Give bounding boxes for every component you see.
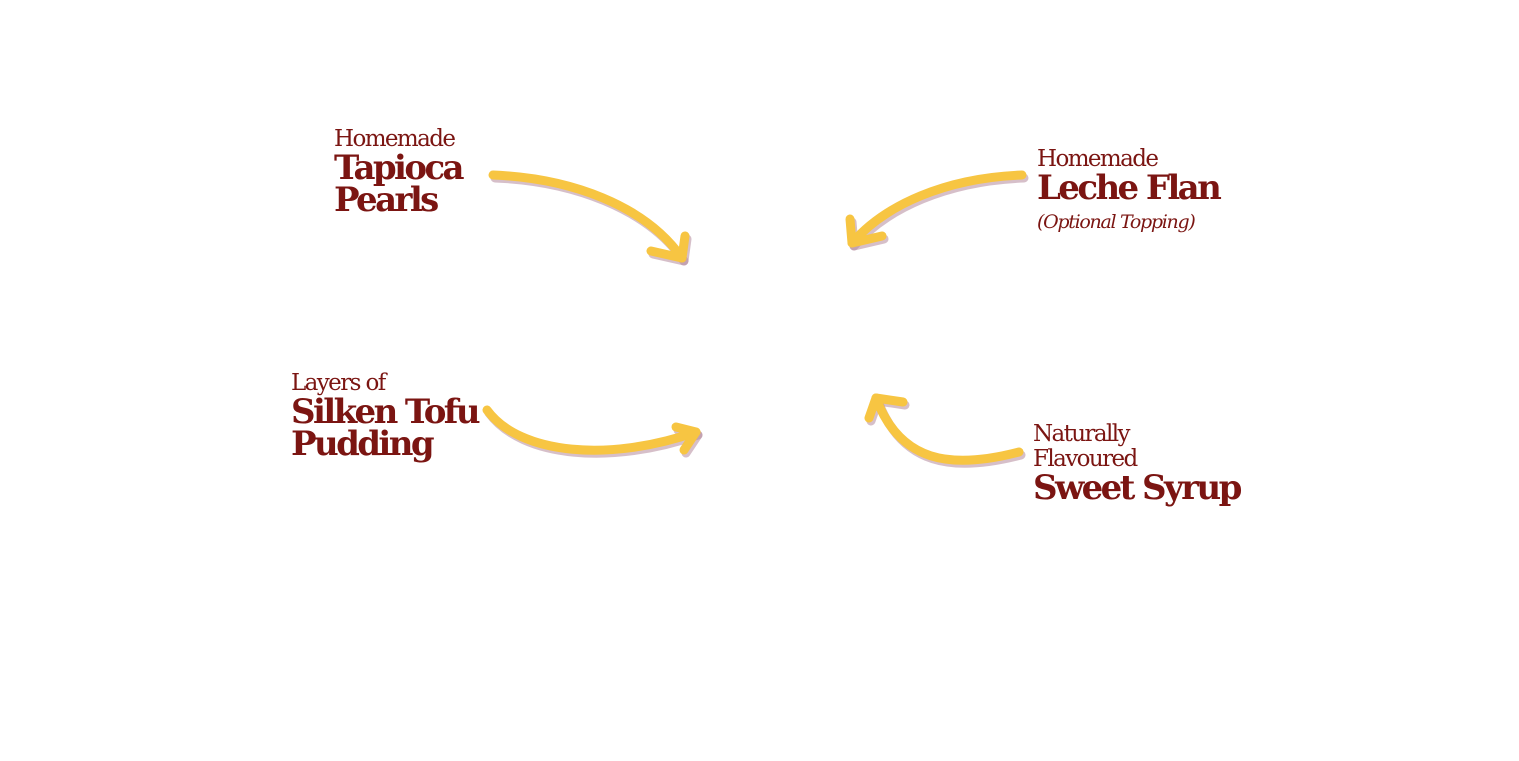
- arrow-leche-flan-icon: [845, 170, 1029, 251]
- label-silken-tofu: Layers of Silken Tofu Pudding: [291, 370, 481, 464]
- label-tapioca-line2: Tapioca: [334, 148, 465, 188]
- label-tapioca-line3: Pearls: [334, 180, 439, 220]
- arrow-silken-tofu-icon: [482, 405, 703, 458]
- label-syrup-line3: Sweet Syrup: [1033, 468, 1242, 508]
- label-syrup-line1: Naturally: [1033, 421, 1131, 447]
- label-sweet-syrup: Naturally Flavoured Sweet Syrup: [1033, 421, 1242, 508]
- label-leche-flan: Homemade Leche Flan (Optional Topping): [1037, 146, 1222, 236]
- label-tapioca-pearls: Homemade Tapioca Pearls: [334, 126, 465, 220]
- label-leche-line1: Homemade: [1037, 146, 1159, 172]
- arrow-sweet-syrup-icon: [864, 393, 1026, 468]
- label-tofu-line1: Layers of: [291, 370, 386, 396]
- label-leche-line2: Leche Flan: [1037, 168, 1222, 208]
- label-syrup-line2: Flavoured: [1033, 446, 1138, 472]
- label-tofu-line3: Pudding: [291, 424, 435, 464]
- label-tofu-line2: Silken Tofu: [291, 392, 481, 432]
- label-leche-note: (Optional Topping): [1037, 211, 1196, 233]
- arrow-tapioca-icon: [488, 170, 692, 266]
- label-tapioca-line1: Homemade: [334, 126, 456, 152]
